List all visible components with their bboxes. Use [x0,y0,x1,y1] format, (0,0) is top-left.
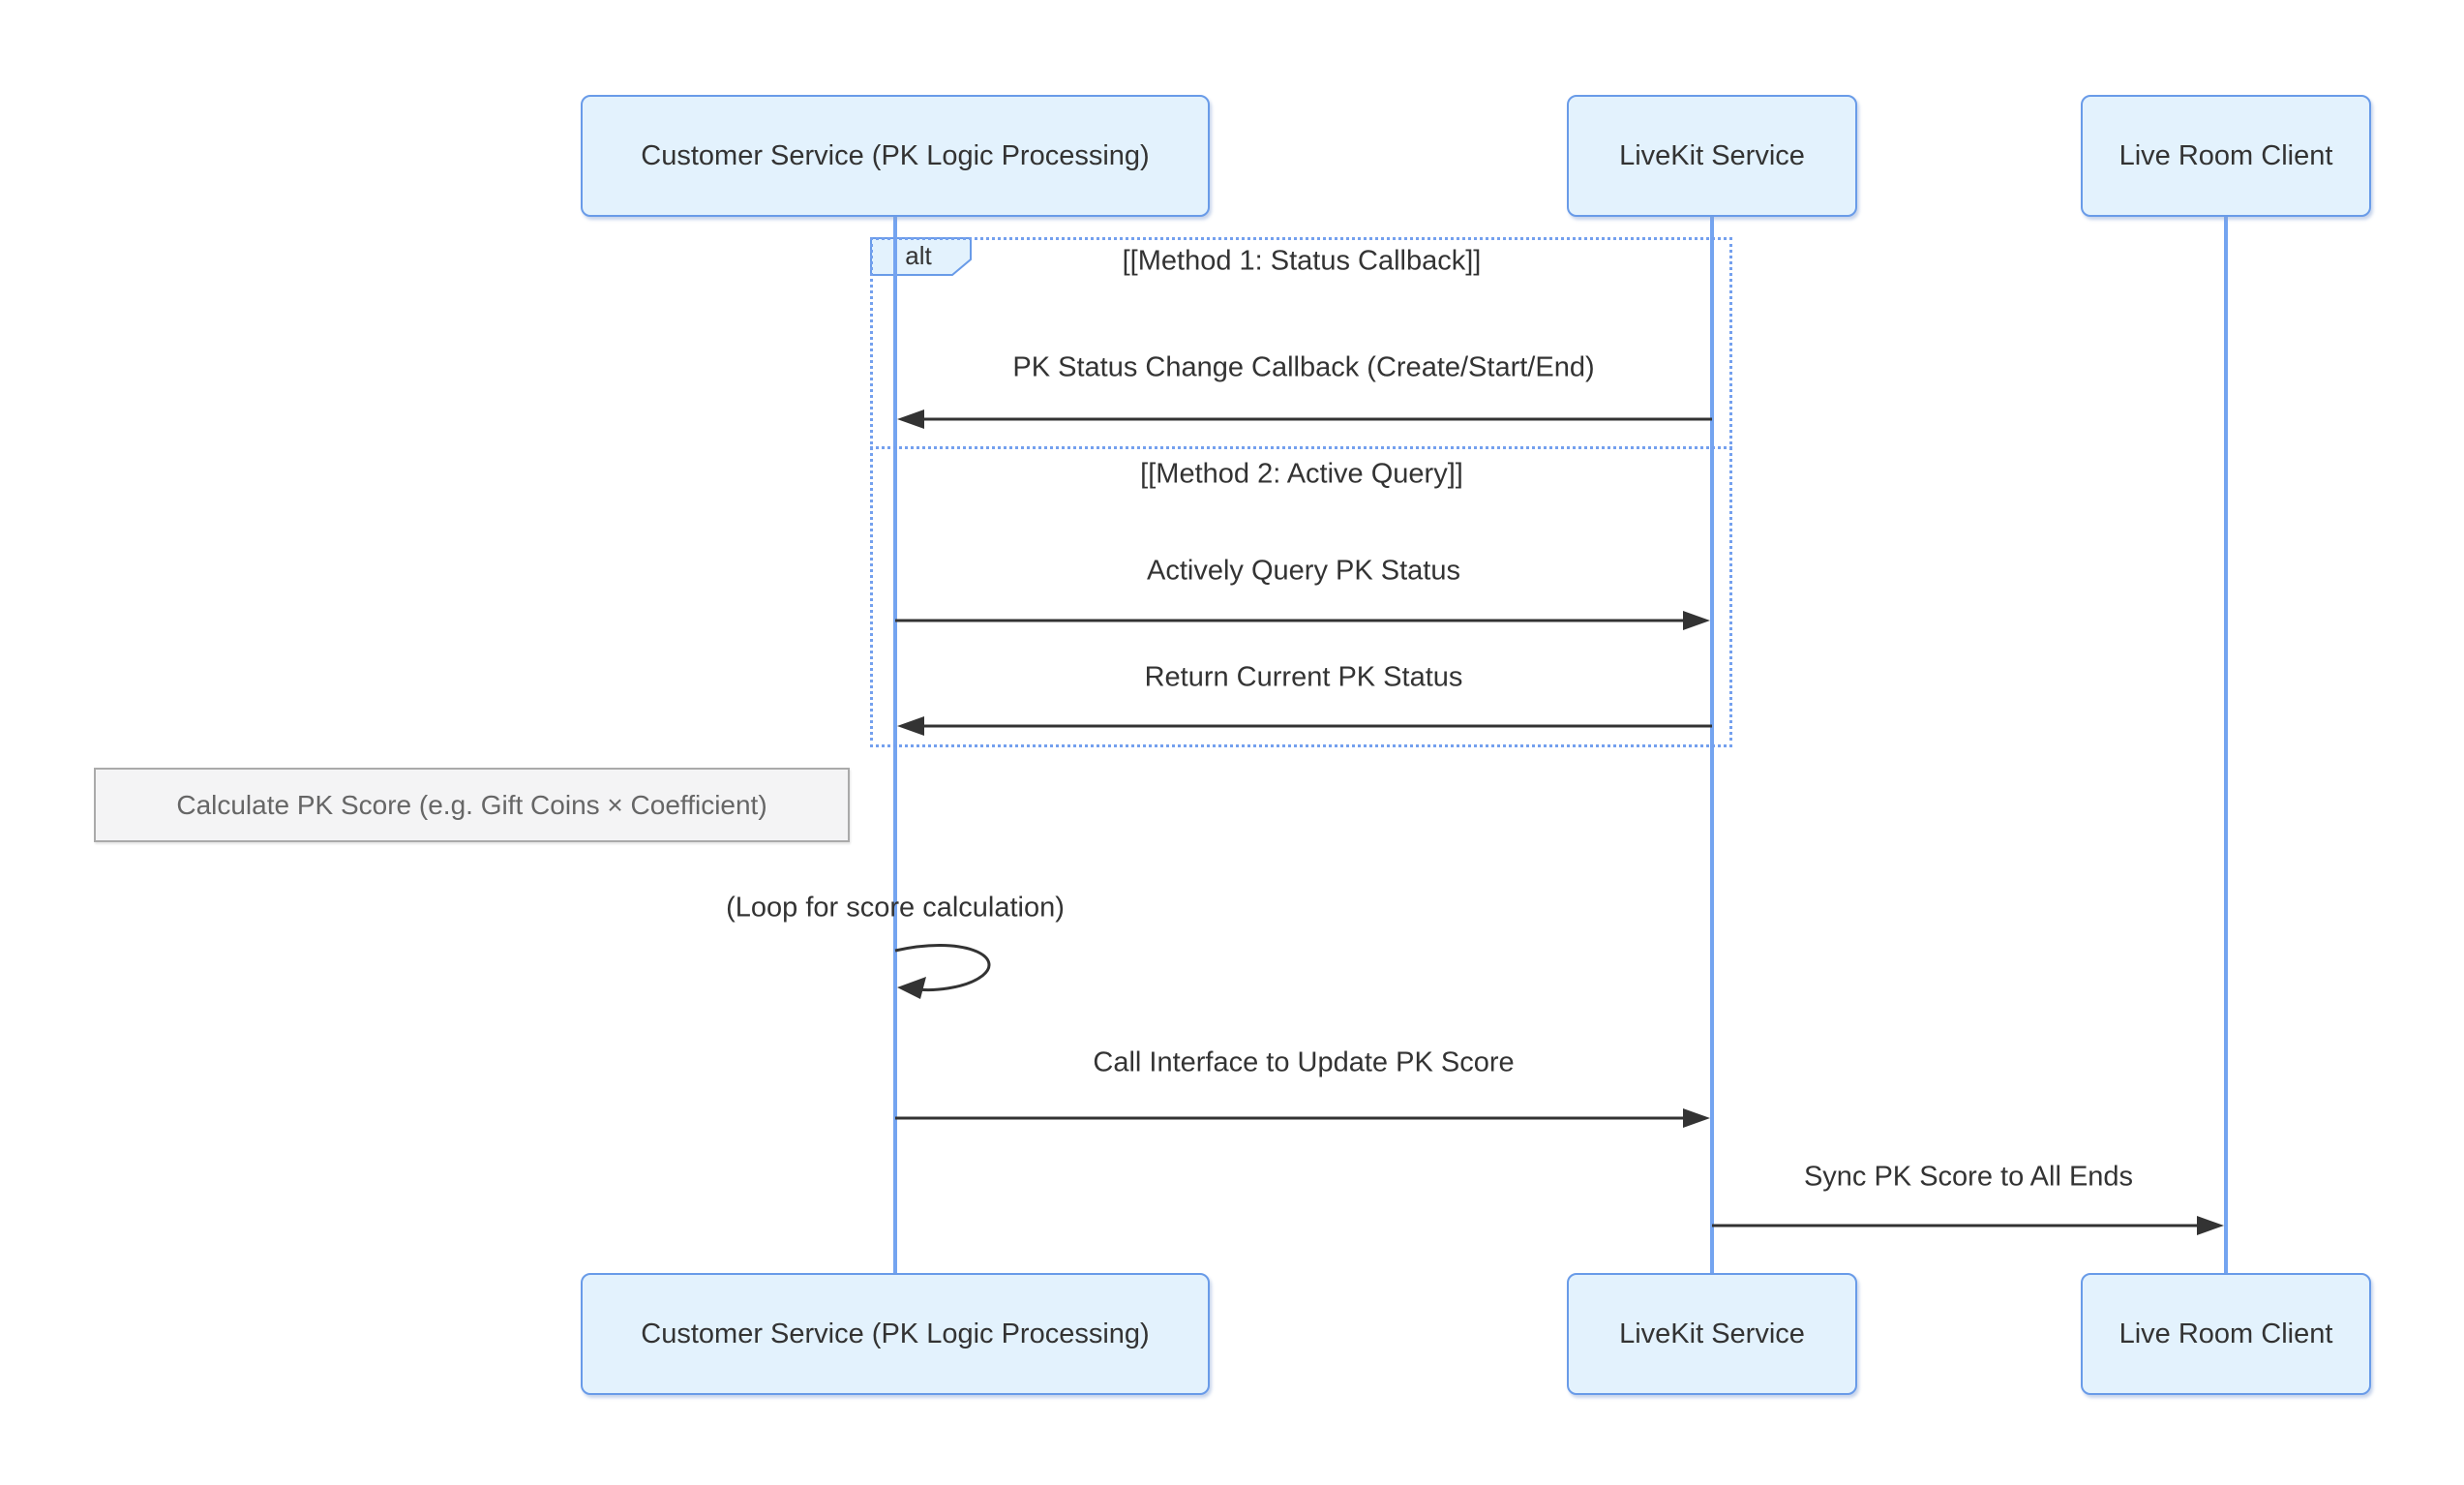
alt-condition-method-1: [[Method 1: Status Callback]] [1122,245,1482,277]
message-label-sync-pk-score: Sync PK Score to All Ends [1803,1161,2134,1193]
alt-section-divider [870,446,1732,449]
participant-live-room-client-bottom: Live Room Client [2081,1273,2371,1395]
arrowhead-right-icon [1683,1108,1710,1128]
participant-live-room-client-top: Live Room Client [2081,95,2371,217]
participant-livekit-service-bottom: LiveKit Service [1567,1273,1857,1395]
message-label-update-pk-score: Call Interface to Update PK Score [1093,1046,1515,1078]
arrowhead-left-icon [897,716,924,736]
arrowhead-left-icon [897,977,926,999]
arrowhead-right-icon [2197,1216,2224,1235]
arrowhead-right-icon [1683,611,1710,630]
alt-frame-label: alt [905,240,932,270]
participant-customer-service-bottom: Customer Service (PK Logic Processing) [581,1273,1210,1395]
arrowhead-left-icon [897,409,924,429]
alt-frame [870,237,1732,747]
alt-condition-method-2: [[Method 2: Active Query]] [1140,458,1463,490]
self-loop-arc [894,944,991,991]
participant-customer-service-top: Customer Service (PK Logic Processing) [581,95,1210,217]
message-label-pk-status-callback: PK Status Change Callback (Create/Start/… [1012,351,1595,383]
self-loop-label: (Loop for score calculation) [726,892,1065,924]
note-calculate-pk-score: Calculate PK Score (e.g. Gift Coins × Co… [94,768,850,842]
participant-livekit-service-top: LiveKit Service [1567,95,1857,217]
message-label-actively-query: Actively Query PK Status [1147,555,1460,587]
message-label-return-status: Return Current PK Status [1144,661,1463,693]
